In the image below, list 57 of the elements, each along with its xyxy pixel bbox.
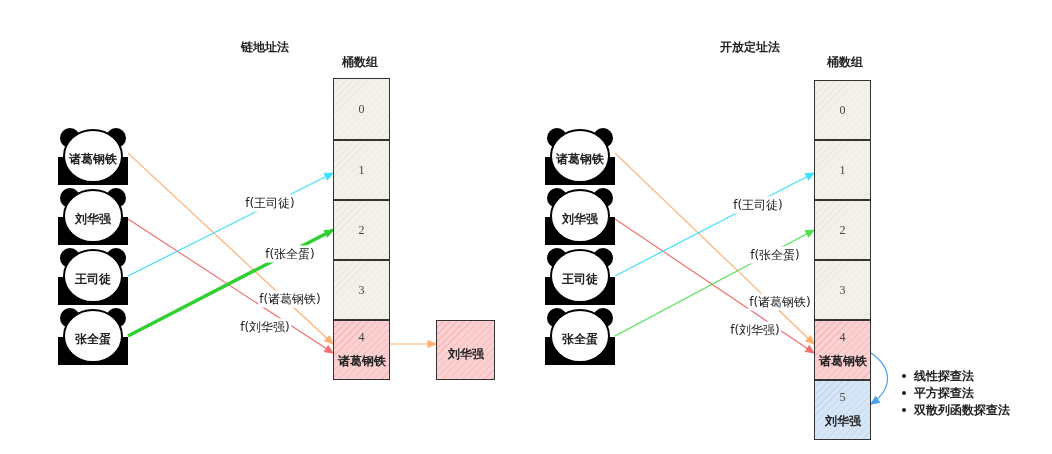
section-title: 开放定址法 (720, 38, 780, 56)
arrow (614, 218, 815, 354)
column-heading: 桶数组 (827, 53, 863, 71)
edge-label: f(刘华强) (729, 321, 781, 339)
list-item: 双散列函数探查法 (914, 401, 1010, 419)
index-number: 3 (358, 282, 365, 298)
name-label: 张全蛋 (74, 331, 112, 348)
arrow (127, 228, 334, 338)
name-label: 诸葛钢铁 (68, 151, 118, 168)
edge-label: f(王司徒) (244, 194, 296, 212)
arrow (127, 152, 334, 345)
bucket-slot (436, 320, 495, 380)
name-label: 诸葛钢铁 (818, 353, 867, 370)
name-label: 刘华强 (447, 345, 484, 363)
index-number: 1 (358, 162, 365, 178)
bucket-slot (814, 140, 871, 200)
list-item: 平方探查法 (914, 384, 974, 402)
bucket-slot (814, 200, 871, 260)
bucket-slot (814, 260, 871, 320)
name-label: 王司徒 (74, 271, 112, 288)
name-label: 诸葛钢铁 (337, 353, 386, 370)
edge-label: f(张全蛋) (749, 246, 801, 264)
edge-label: f(刘华强) (239, 318, 291, 336)
bucket-slot (333, 200, 390, 260)
index-number: 2 (358, 222, 365, 238)
index-number: 3 (839, 282, 846, 298)
bucket-slot (333, 78, 390, 140)
index-number: 0 (839, 102, 846, 118)
arrow (389, 340, 437, 348)
name-label: 张全蛋 (561, 331, 599, 348)
section-title: 链地址法 (241, 38, 289, 56)
bucket-slot (333, 140, 390, 200)
index-number: 4 (839, 330, 846, 345)
name-label: 刘华强 (74, 211, 112, 228)
arrow (127, 218, 334, 354)
edge-label: f(诸葛钢铁) (748, 293, 812, 311)
name-label: 刘华强 (561, 211, 599, 228)
name-label: 诸葛钢铁 (555, 151, 605, 168)
bucket-slot (814, 80, 871, 140)
index-number: 5 (839, 390, 846, 405)
bucket-slot (814, 380, 871, 440)
edge-label: f(诸葛钢铁) (258, 290, 322, 308)
bucket-slot (814, 320, 871, 380)
arrow (870, 352, 889, 405)
column-heading: 桶数组 (342, 53, 378, 71)
list-item: 线性探查法 (914, 367, 974, 385)
index-number: 0 (358, 101, 365, 117)
edge-label: f(张全蛋) (264, 245, 316, 263)
name-label: 王司徒 (561, 271, 599, 288)
bucket-slot (333, 260, 390, 320)
bucket-slot (333, 320, 390, 380)
index-number: 2 (839, 222, 846, 238)
name-label: 刘华强 (824, 413, 861, 430)
index-number: 1 (839, 162, 846, 178)
index-number: 4 (358, 330, 365, 345)
edge-label: f(王司徒) (732, 196, 784, 214)
arrow (614, 152, 815, 345)
